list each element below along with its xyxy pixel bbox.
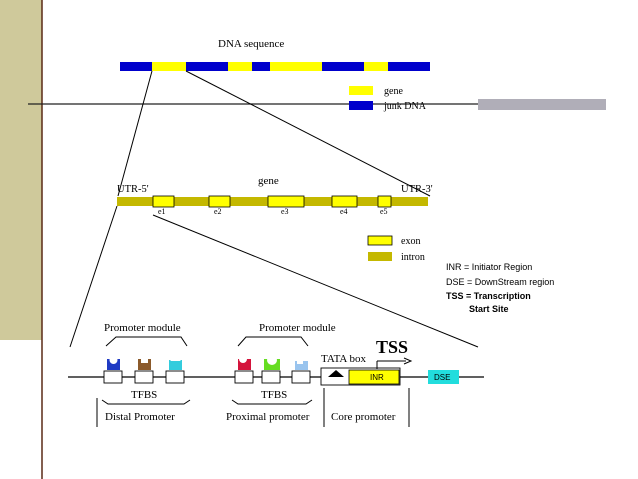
- core-promoter-label: Core promoter: [331, 411, 396, 423]
- distal-bracket: [101, 399, 191, 405]
- tata-box-triangle: [328, 370, 344, 377]
- dse-box: [428, 370, 459, 384]
- dna-sequence-title: DNA sequence: [218, 38, 284, 50]
- legend-gene-label: gene: [384, 86, 403, 97]
- transcription-factor-lightblue: [295, 361, 308, 370]
- dna-junk-segment: [322, 62, 364, 71]
- tf-notch: [141, 357, 148, 363]
- transcription-factor-red: [238, 359, 251, 370]
- zoom-line-left-2: [69, 205, 118, 348]
- exon-e3-label: e3: [281, 207, 289, 216]
- tfbs-box: [261, 370, 281, 384]
- dna-junk-segment: [252, 62, 270, 71]
- exon-e2: [208, 195, 231, 208]
- tfbs-box: [291, 370, 311, 384]
- dna-gene-segment: [270, 62, 322, 71]
- legend-junk-label: junk DNA: [383, 101, 427, 112]
- transcription-factor: [264, 355, 280, 370]
- tfbs-box: [165, 370, 185, 384]
- zoom-line-left: [117, 70, 153, 197]
- tfbs-distal: [103, 356, 185, 384]
- tfbs-label-1: TFBS: [131, 389, 157, 401]
- exon-e4-label: e4: [340, 207, 348, 216]
- gene-exons: [152, 195, 392, 208]
- slide-side-band: [0, 0, 42, 340]
- dna-sequence-bar: [120, 62, 430, 71]
- inr-label: INR: [370, 373, 384, 382]
- transcription-factor: [238, 355, 251, 370]
- transcription-factor: [295, 358, 308, 370]
- exon-e2-label: e2: [214, 207, 222, 216]
- utr5-label: UTR-5': [117, 184, 149, 195]
- glossary-inr: INR = Initiator Region: [446, 262, 532, 272]
- promoter-module-label-1: Promoter module: [104, 322, 181, 334]
- module-bracket-2: [237, 336, 309, 347]
- exon-e1: [152, 195, 175, 208]
- distal-promoter-label: Distal Promoter: [105, 411, 175, 423]
- dna-gene-segment: [152, 62, 186, 71]
- slide-gray-bar: [478, 99, 606, 110]
- proximal-promoter-label: Proximal promoter: [226, 411, 310, 423]
- tfbs-label-2: TFBS: [261, 389, 287, 401]
- transcription-factor-cyan: [169, 360, 182, 370]
- tf-head: [239, 355, 247, 363]
- transcription-factor-blue: [107, 359, 120, 370]
- tfbs-box: [134, 370, 154, 384]
- tfbs-box: [103, 370, 123, 384]
- dna-junk-segment: [120, 62, 152, 71]
- module-bracket-1: [105, 336, 188, 347]
- transcription-factor-brown: [138, 359, 151, 370]
- transcription-factor: [138, 357, 151, 370]
- inr-box: [348, 369, 400, 385]
- gene-title: gene: [258, 175, 279, 187]
- legend-intron-swatch: [368, 252, 392, 261]
- tfbs-proximal: [234, 355, 311, 384]
- tf-head: [109, 356, 118, 364]
- glossary-dse: DSE = DownStream region: [446, 277, 554, 287]
- tata-box-label: TATA box: [321, 353, 366, 365]
- legend-exon-label: exon: [401, 236, 420, 247]
- utr3-label: UTR-3': [401, 184, 433, 195]
- tf-notch: [297, 358, 303, 364]
- dna-junk-segment: [186, 62, 228, 71]
- exon-e3: [267, 195, 305, 208]
- dna-junk-segment: [388, 62, 430, 71]
- proximal-bracket: [231, 399, 313, 405]
- exon-e5-label: e5: [380, 207, 388, 216]
- tss-arrow-head: [403, 357, 413, 365]
- tf-head: [267, 355, 277, 365]
- zoom-line-right: [185, 70, 431, 197]
- dse-label: DSE: [434, 373, 450, 382]
- legend-intron-label: intron: [401, 252, 425, 263]
- transcription-factor: [169, 358, 182, 370]
- glossary-tss-line1: TSS = Transcription: [446, 291, 531, 301]
- legend-exon-swatch: [367, 235, 393, 246]
- promoter-module-label-2: Promoter module: [259, 322, 336, 334]
- dna-gene-segment: [228, 62, 252, 71]
- legend-junk-swatch: [349, 101, 373, 110]
- tf-head: [170, 358, 181, 361]
- legend-gene-swatch: [349, 86, 373, 95]
- exon-e4: [331, 195, 358, 208]
- tfbs-box: [234, 370, 254, 384]
- exon-e1-label: e1: [158, 207, 166, 216]
- exon-e5: [377, 195, 392, 208]
- zoom-line-right-2: [152, 214, 479, 348]
- transcription-factor: [107, 356, 120, 370]
- tss-label: TSS: [376, 337, 408, 357]
- dna-gene-segment: [364, 62, 388, 71]
- glossary-tss-line2: Start Site: [469, 304, 509, 314]
